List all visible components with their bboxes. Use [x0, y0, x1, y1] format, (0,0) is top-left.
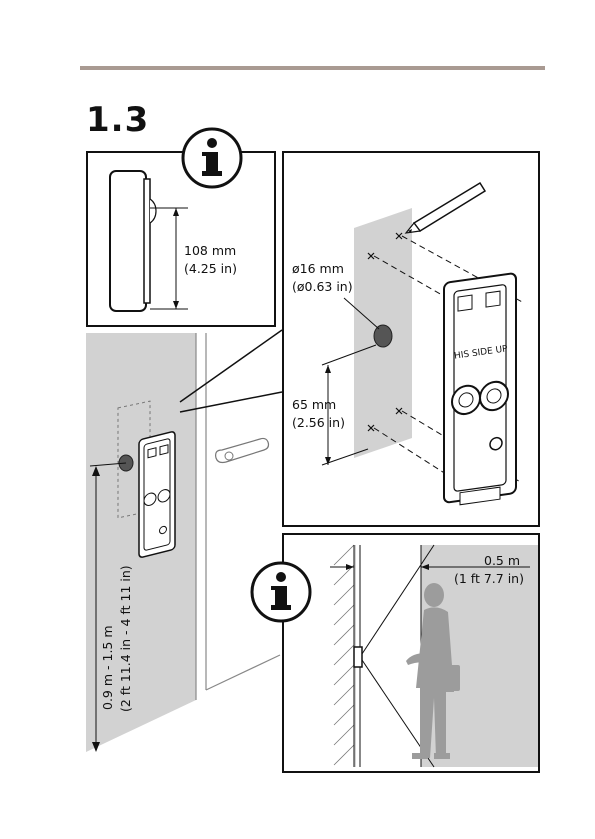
viewing-distance-panel: 0.5 m (1 ft 7.7 in): [282, 533, 540, 773]
pencil-icon: [406, 183, 485, 233]
hole-spacing-imperial: (2.56 in): [292, 415, 345, 431]
info-icon: [249, 560, 313, 624]
hole-diameter-metric: ø16 mm: [292, 261, 344, 277]
hole-spacing-metric: 65 mm: [292, 397, 336, 413]
backplate: [444, 273, 516, 507]
view-distance-imperial: (1 ft 7.7 in): [454, 571, 524, 587]
mounting-detail-drawing: [284, 153, 538, 525]
intercom-device-small: [139, 431, 175, 558]
door-handle-rose: [225, 452, 233, 460]
mounting-detail-panel: HIS SIDE UP ø16 mm (ø0.63 in) 65 mm (2.5…: [282, 151, 540, 527]
view-distance-metric: 0.5 m: [484, 553, 520, 569]
mount-height-imperial: (2 ft 11.4 in - 4 ft 11 in): [118, 565, 134, 712]
mount-height-metric-rot: 0.9 m - 1.5 m: [100, 625, 116, 710]
door-handle: [216, 438, 269, 462]
hole-diameter-imperial: (ø0.63 in): [292, 279, 353, 295]
info-icon: [180, 126, 244, 190]
device-height-imperial: (4.25 in): [184, 261, 237, 277]
floor-line: [206, 655, 280, 690]
device-height-metric: 108 mm: [184, 243, 236, 259]
